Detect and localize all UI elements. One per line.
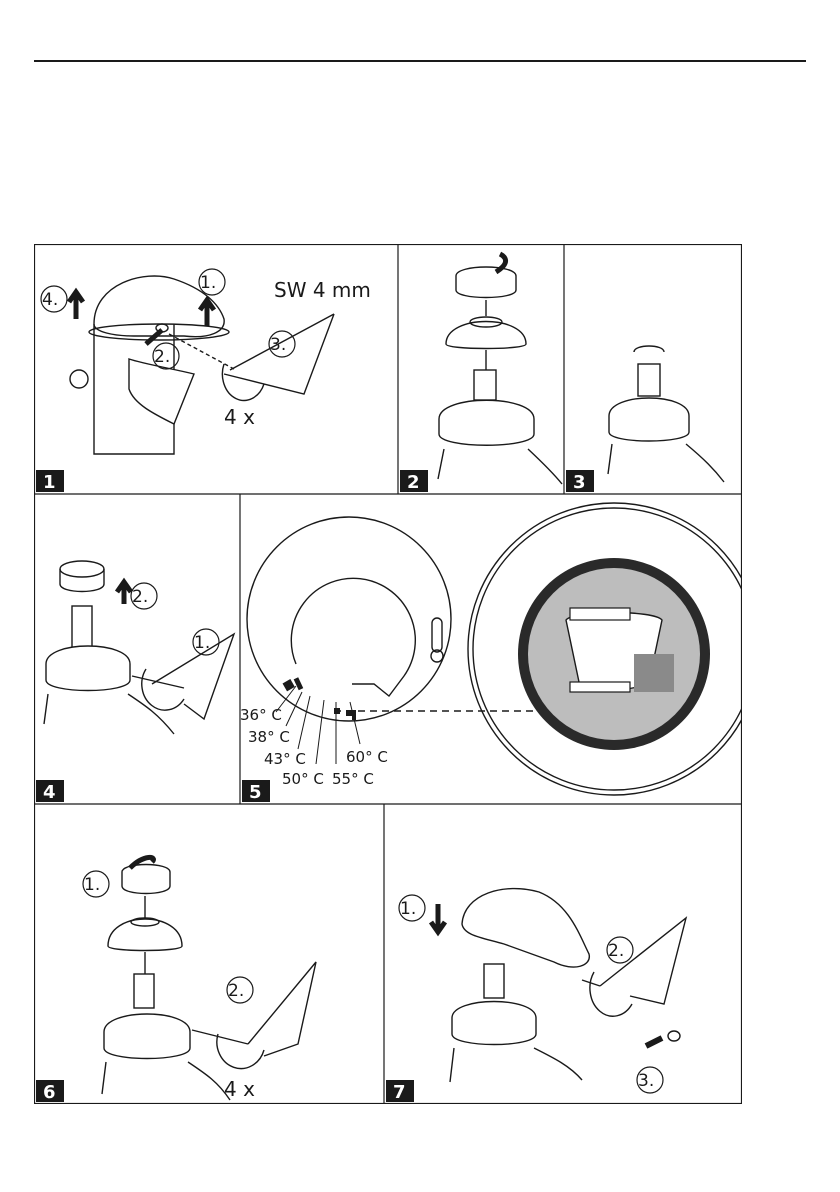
cover-plug (668, 1031, 680, 1041)
thermometer-icon (432, 618, 442, 652)
cartridge-spindle (638, 364, 660, 396)
arrow-up-icon (69, 292, 83, 319)
cover-cap (108, 919, 182, 951)
stop-ring (60, 561, 104, 577)
temp-label: 50° C (282, 770, 324, 788)
step-label: 1. (200, 273, 216, 293)
dial-opening (291, 578, 415, 696)
header-rule (34, 60, 806, 62)
step-label: 2. (154, 347, 170, 367)
step-label: 2. (132, 587, 148, 607)
step-label: 1. (84, 875, 100, 895)
panel-number: 5 (249, 782, 262, 803)
panel-1-remove-handle: 4. 1. 2. 3. SW 4 mm 4 x 1 (36, 269, 371, 493)
rotate-arrow-icon (634, 346, 664, 352)
step-label: 3. (270, 335, 286, 355)
panel-number: 4 (43, 782, 56, 803)
hex-key (248, 962, 316, 1056)
panel-6-reassemble-cap: 1. 2. 4 x 6 (36, 857, 316, 1103)
step-label: 1. (400, 899, 416, 919)
arrow-up-icon (200, 300, 214, 326)
rotate-arrow-icon (142, 669, 184, 710)
ring-nut (456, 267, 516, 298)
panel-number: 1 (43, 472, 56, 493)
faucet-spout (462, 889, 589, 968)
repeat-label: 4 x (224, 405, 255, 429)
step-label: 2. (608, 941, 624, 961)
arrow-up-icon (117, 582, 131, 604)
panel-number: 7 (393, 1082, 406, 1103)
step-label: 3. (638, 1071, 654, 1091)
temp-label: 55° C (332, 770, 374, 788)
panel-7-refit-handle: 1. 2. 3. 7 (386, 889, 686, 1103)
temp-label: 60° C (346, 748, 388, 766)
panel-5-temperature-limit: 36° C 38° C 43° C 50° C 55° C 60° C 5 (240, 503, 742, 803)
step-label: 4. (42, 290, 58, 310)
cartridge-spindle (474, 370, 496, 400)
tool-size-label: SW 4 mm (274, 278, 371, 302)
panel-number: 3 (573, 472, 586, 493)
arrow-push-icon (146, 330, 162, 344)
faucet-lever (70, 370, 88, 388)
panel-4-remove-stop-ring: 2. 1. 4 (36, 561, 234, 803)
panel-3-turn-spindle: 3 (566, 346, 724, 493)
arrow-push-icon (646, 1038, 662, 1046)
panel-2-remove-cap: 2 (400, 254, 562, 493)
temp-label: 43° C (264, 750, 306, 768)
temp-label: 38° C (248, 728, 290, 746)
hex-key (152, 634, 234, 719)
step-label: 1. (194, 633, 210, 653)
panel-number: 6 (43, 1082, 56, 1103)
instruction-sheet: 4. 1. 2. 3. SW 4 mm 4 x 1 2 (34, 244, 742, 1104)
step-label: 2. (228, 981, 244, 1001)
rotate-arrow-icon (217, 1034, 264, 1069)
temp-label: 36° C (240, 706, 282, 724)
panel-number: 2 (407, 472, 420, 493)
rotate-arrow-icon (590, 972, 632, 1016)
temperature-dial (247, 517, 451, 721)
arrow-down-icon (431, 904, 445, 932)
repeat-label: 4 x (224, 1077, 255, 1101)
cover-cap (446, 322, 526, 349)
